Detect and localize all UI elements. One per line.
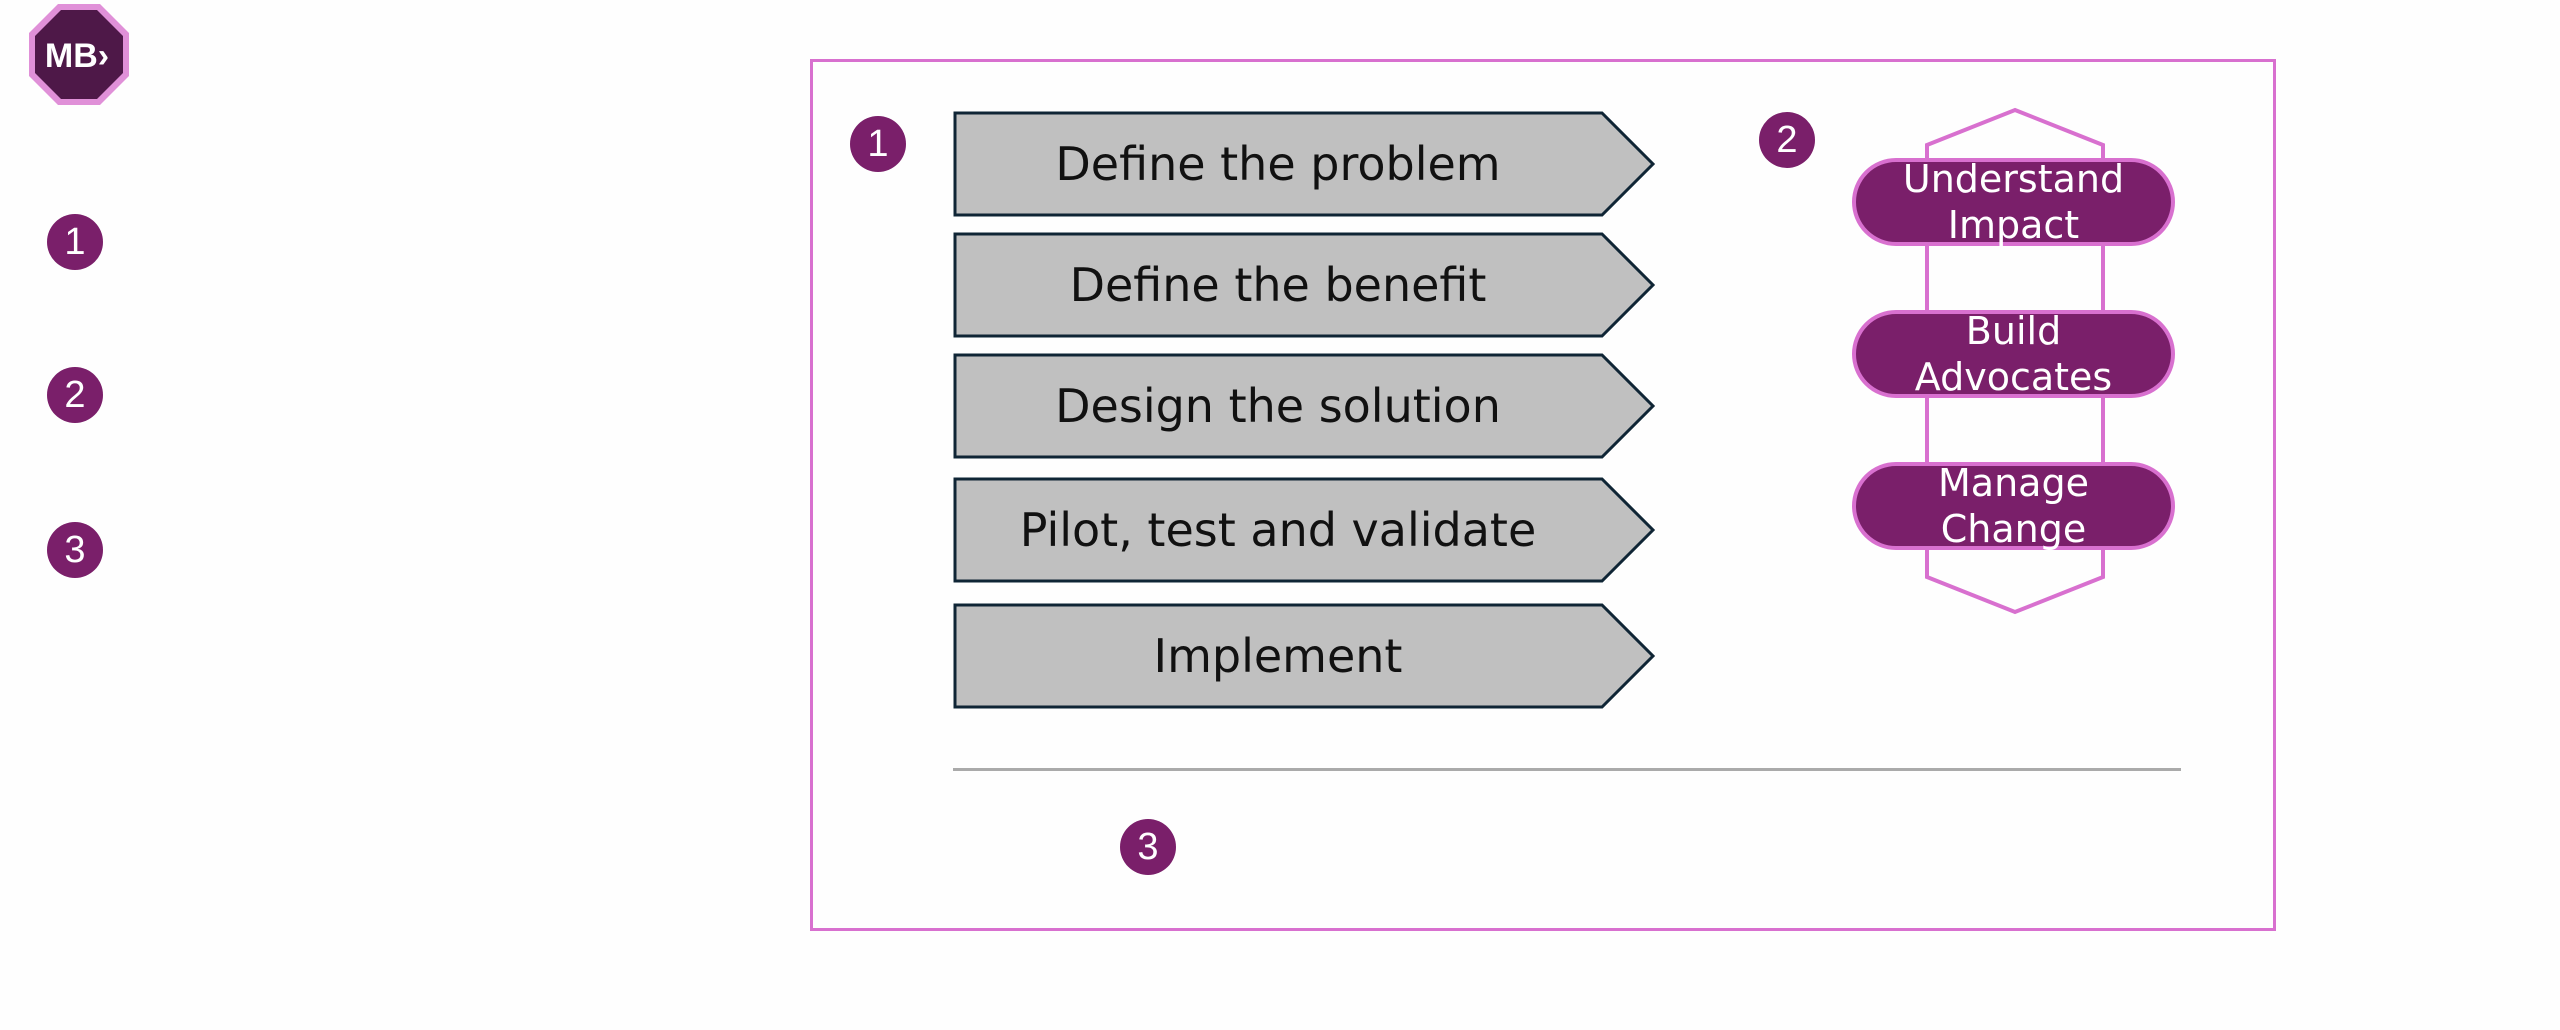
pill-understand-impact: Understand Impact [1852,157,2175,247]
step-arrow: Design the solution [953,353,1655,459]
sidebar-marker-3: 3 [47,522,103,578]
pill-line: Build [1965,309,2062,353]
step-label: Pilot, test and validate [1019,503,1537,557]
divider [953,768,2181,771]
logo: MB› [27,2,131,107]
diagram-marker-2: 2 [1759,112,1815,168]
step-label: Design the solution [1055,379,1501,433]
diagram-marker-3: 3 [1120,819,1176,875]
pill-line: Advocates [1914,355,2113,399]
diagram-frame [810,59,2276,931]
sidebar-marker-2: 2 [47,367,103,423]
sidebar-marker-1: 1 [47,214,103,270]
step-arrow: Define the benefit [953,232,1655,338]
pill-line: Manage [1938,461,2089,505]
pill-build-advocates: Build Advocates [1852,309,2175,399]
step-arrow: Implement [953,603,1655,709]
diagram-marker-1: 1 [850,116,906,172]
step-label: Define the benefit [1069,258,1487,312]
svg-text:MB›: MB› [45,37,109,75]
pill-line: Understand [1902,157,2125,201]
step-label: Define the problem [1055,137,1501,191]
pill-line: Change [1940,507,2087,551]
pill-line: Impact [1947,203,2080,247]
step-arrow: Define the problem [953,111,1655,217]
step-label: Implement [1153,629,1403,683]
pill-manage-change: Manage Change [1852,461,2175,551]
change-hexagon [1925,107,2105,615]
step-arrow: Pilot, test and validate [953,477,1655,583]
